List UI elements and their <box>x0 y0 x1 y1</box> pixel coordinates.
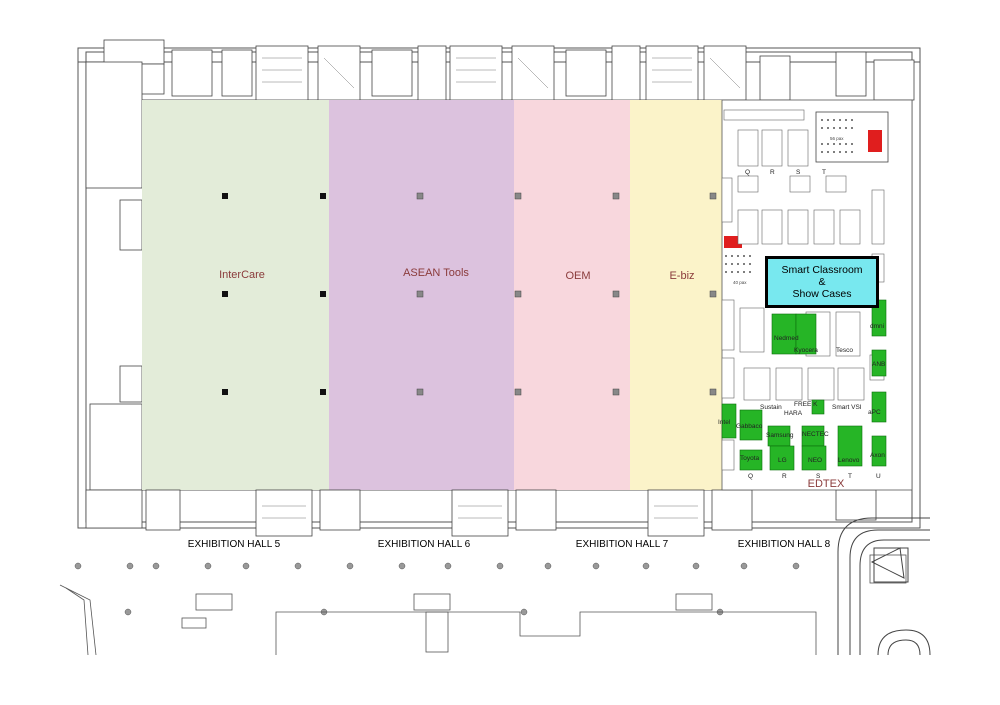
booth-green <box>739 449 763 471</box>
row-letter: R <box>782 473 787 480</box>
booth-green <box>871 299 887 337</box>
outdoor-columns <box>74 562 800 616</box>
booth-green <box>871 349 887 377</box>
booth-label: Smart VSI <box>832 404 862 411</box>
row-letter: S <box>796 169 801 176</box>
driveway-ramp <box>837 517 931 656</box>
row-letter: Q <box>748 473 753 480</box>
booth-label: Gabbaco <box>736 423 763 430</box>
top-room-details <box>262 57 741 89</box>
booth-green <box>739 409 763 441</box>
bottom-service-rooms <box>145 489 877 537</box>
zone-label-edtex: EDTEX <box>808 478 845 490</box>
feature-line-1: Smart Classroom <box>781 264 863 276</box>
hall8-seating <box>725 119 853 273</box>
booth-label: Samsung <box>766 432 794 439</box>
feature-line-3: Show Cases <box>792 288 852 300</box>
booth-green <box>811 399 825 415</box>
row-letter: R <box>770 169 775 176</box>
booth-label: NEO <box>808 457 822 464</box>
zone-intercare <box>142 100 329 490</box>
booth-green <box>795 313 817 355</box>
zone-label-oem: OEM <box>565 270 590 282</box>
zone-label-asean-tools: ASEAN Tools <box>403 267 469 279</box>
zone-ebiz <box>630 100 722 490</box>
booth-label: Intel <box>718 419 731 426</box>
booth-label: Axon <box>870 452 885 459</box>
hall8-green-booths <box>721 299 887 471</box>
booth-label: aPC <box>868 409 881 416</box>
hall-label-8: EXHIBITION HALL 8 <box>738 539 831 550</box>
hall-label-6: EXHIBITION HALL 6 <box>378 539 471 550</box>
structural-columns-grey <box>416 192 717 396</box>
booth-label: ANB <box>872 361 885 368</box>
booth-label: LG <box>778 457 787 464</box>
booth-label: NECTEC <box>802 431 829 438</box>
structural-columns <box>222 193 326 395</box>
outdoor-walkway <box>59 554 907 656</box>
booth-green <box>837 425 863 467</box>
booth-labels: Nedmed Kyocera Tesco Intel Gabbaco Susta… <box>718 323 885 464</box>
left-service-rooms <box>85 61 143 529</box>
row-letter: T <box>822 169 826 176</box>
row-letter: S <box>816 473 821 480</box>
row-letter: T <box>848 473 852 480</box>
seat-label-small: 40 pax <box>733 280 747 285</box>
smart-classroom-feature[interactable]: Smart Classroom & Show Cases <box>765 256 879 308</box>
bottom-room-details <box>262 505 698 519</box>
top-service-rooms <box>103 39 915 101</box>
row-letter: Q <box>745 169 750 176</box>
booth-green <box>871 391 887 423</box>
seat-label: 56 pax <box>830 136 844 141</box>
booth-label: HARA <box>784 410 803 417</box>
zone-oem <box>514 100 630 490</box>
booth-label: Toyota <box>740 455 760 462</box>
red-highlight-area <box>724 236 742 248</box>
feature-line-2: & <box>818 276 826 288</box>
hall8-booths <box>721 109 885 471</box>
row-letters: Q R S T Q R S T U <box>745 169 881 480</box>
booth-label: Sustain <box>760 404 782 411</box>
zone-label-ebiz: E-biz <box>669 270 694 282</box>
booth-green <box>871 435 887 467</box>
booth-label: Tesco <box>836 347 853 354</box>
hall-label-7: EXHIBITION HALL 7 <box>576 539 669 550</box>
row-letter: U <box>876 473 881 480</box>
hall-label-5: EXHIBITION HALL 5 <box>188 539 281 550</box>
booth-label: FREE K <box>794 401 818 408</box>
booth-green <box>769 445 795 471</box>
booth-green <box>801 445 827 471</box>
booth-label: Lenovo <box>838 457 860 464</box>
booth-green <box>721 403 737 439</box>
booth-label: Kyocera <box>794 347 818 354</box>
booth-label: Nedmed <box>774 335 799 342</box>
booth-label: dmni <box>870 323 884 330</box>
booth-green <box>771 313 797 355</box>
red-highlight-area <box>868 130 882 152</box>
zone-label-intercare: InterCare <box>219 269 265 281</box>
